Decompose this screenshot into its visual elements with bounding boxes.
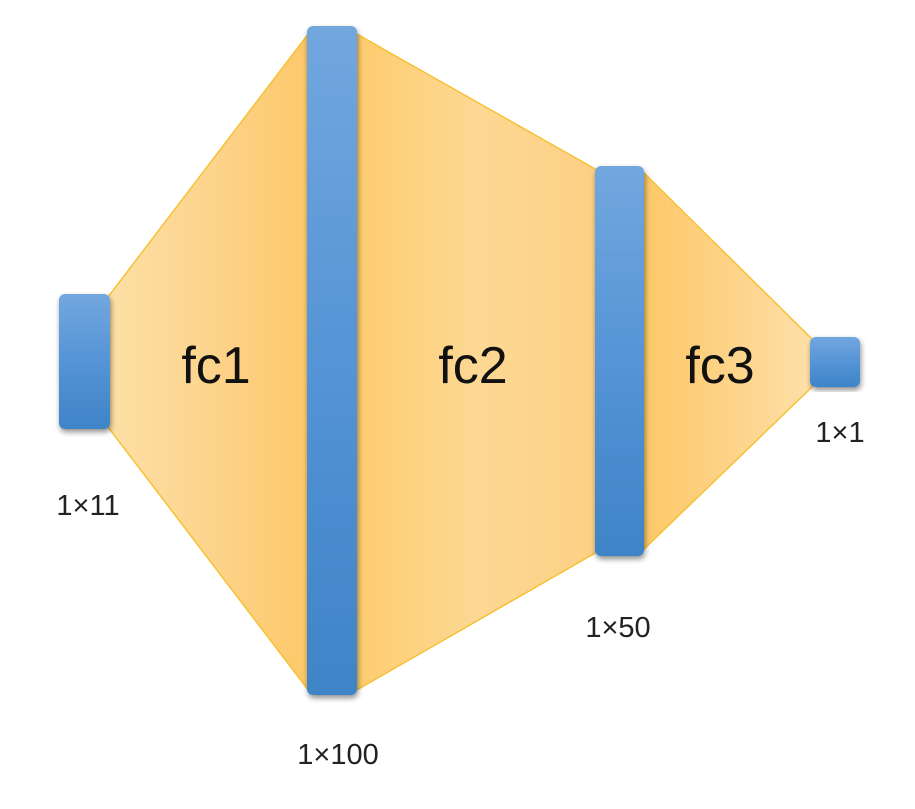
- fc1-label: fc1: [181, 337, 250, 395]
- output-layer-block: [810, 337, 860, 387]
- fc3-label: fc3: [685, 337, 754, 395]
- input-dims-label: 1×11: [56, 490, 119, 522]
- output-dims-label: 1×1: [815, 417, 864, 449]
- hidden1-dims-label: 1×100: [297, 739, 378, 771]
- hidden2-dims-label: 1×50: [585, 612, 650, 644]
- hidden1-layer-block: [307, 26, 357, 695]
- hidden2-layer-block: [595, 166, 644, 556]
- fc2-label: fc2: [438, 337, 507, 395]
- input-layer-block: [59, 294, 110, 429]
